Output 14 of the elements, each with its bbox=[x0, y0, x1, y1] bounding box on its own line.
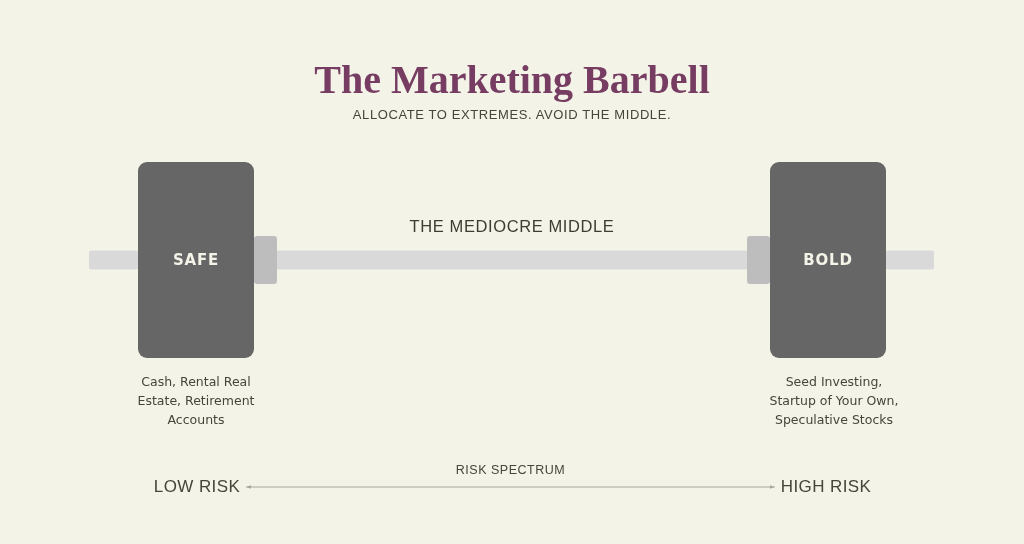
title: The Marketing Barbell bbox=[314, 56, 710, 102]
subtitle: ALLOCATE TO EXTREMES. AVOID THE MIDDLE. bbox=[352, 107, 672, 123]
description-text: Cash, Rental Real Estate, Retirement Accounts bbox=[136, 373, 256, 429]
double-headed-arrow bbox=[245, 485, 776, 489]
scale-end-label: LOW RISK bbox=[153, 477, 241, 497]
edge-label: RISK SPECTRUM bbox=[455, 462, 566, 478]
plate-label: SAFE bbox=[172, 251, 220, 269]
weight-plate bbox=[770, 162, 886, 358]
scale-end-label: HIGH RISK bbox=[780, 477, 872, 497]
edge-label: THE MEDIOCRE MIDDLE bbox=[409, 216, 615, 236]
barbell-bar bbox=[254, 236, 770, 284]
description-text: Seed Investing, Startup of Your Own, Speculative Stocks bbox=[768, 373, 900, 429]
weight-plate bbox=[138, 162, 254, 358]
plate-label: BOLD bbox=[803, 251, 853, 269]
